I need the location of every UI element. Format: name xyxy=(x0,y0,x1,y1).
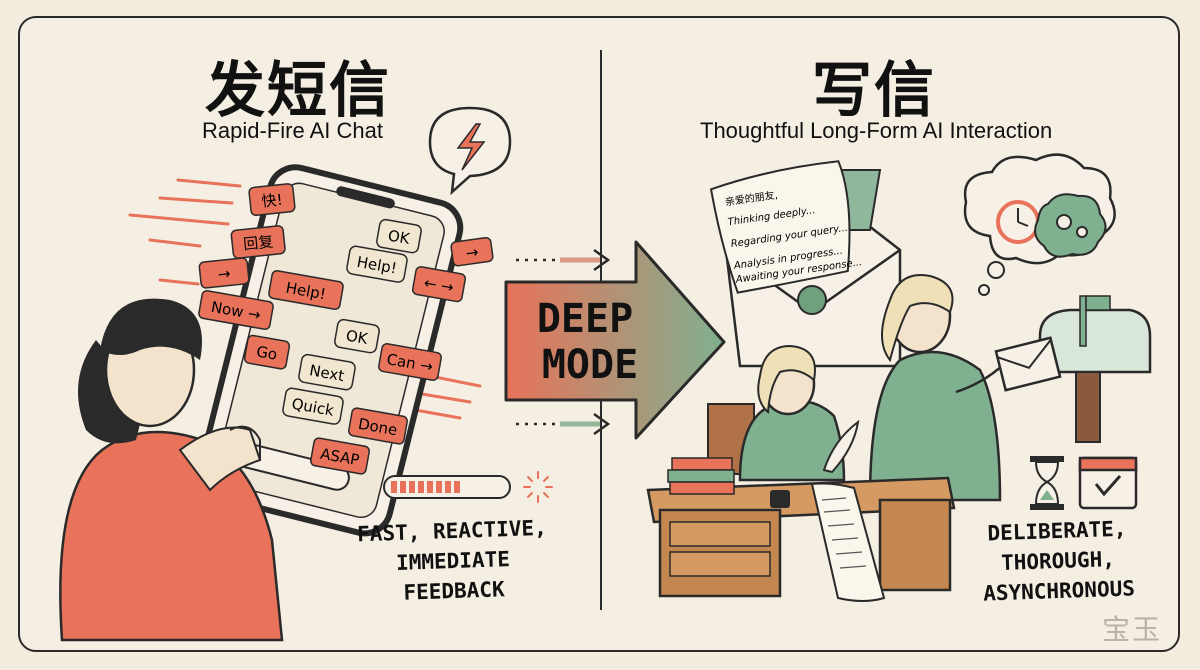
bubble-6: OK xyxy=(387,226,413,248)
bubble-9: → xyxy=(465,243,480,263)
left-subtitle: Rapid-Fire AI Chat xyxy=(202,118,383,143)
arrow-label-line2: MODE xyxy=(542,342,638,388)
woman-mailing xyxy=(868,274,1062,502)
watermark: 宝玉 xyxy=(1101,613,1162,646)
bubble-1: 快! xyxy=(261,191,284,211)
progress-bar xyxy=(383,471,553,503)
bubble-12: Next xyxy=(308,361,346,385)
book-stack-icon xyxy=(667,457,735,495)
arrow-label-line1: DEEP xyxy=(537,296,633,342)
woman-texting xyxy=(59,298,284,642)
bubble-11: Go xyxy=(255,342,279,363)
hourglass-icon xyxy=(1030,456,1064,510)
bubble-3: → xyxy=(217,264,231,283)
desk xyxy=(646,403,956,598)
ink-bottle-icon xyxy=(770,490,790,508)
quill-icon xyxy=(822,419,860,474)
mailbox-icon xyxy=(1038,295,1152,443)
loading-spinner-icon xyxy=(523,471,553,503)
calendar-check-icon xyxy=(1078,456,1138,510)
letter-paper: 亲爱的朋友, Thinking deeply... Regarding your… xyxy=(709,160,863,294)
brain-gears-icon xyxy=(1034,193,1107,258)
dotted-arrows xyxy=(516,248,611,436)
lightning-icon xyxy=(428,106,512,196)
bubble-8: ← → xyxy=(423,274,456,297)
left-title: 发短信 xyxy=(205,56,391,126)
chat-bubbles: 快! 回复 → Now → Help! OK Help! ← → → OK Go… xyxy=(198,183,494,475)
bubble-2: 回复 xyxy=(242,232,274,253)
woman-writing xyxy=(738,344,846,482)
clock-icon xyxy=(996,200,1040,244)
scroll-paper xyxy=(810,482,886,602)
right-title: 写信 xyxy=(812,56,936,126)
bubble-10: OK xyxy=(345,326,371,348)
left-caption: FAST, REACTIVE, IMMEDIATE FEEDBACK xyxy=(346,512,559,609)
deep-mode-arrow: DEEP MODE xyxy=(504,240,726,440)
right-caption: DELIBERATE, THOROUGH, ASYNCHRONOUS xyxy=(958,513,1157,610)
right-subtitle: Thoughtful Long-Form AI Interaction xyxy=(700,118,1053,143)
